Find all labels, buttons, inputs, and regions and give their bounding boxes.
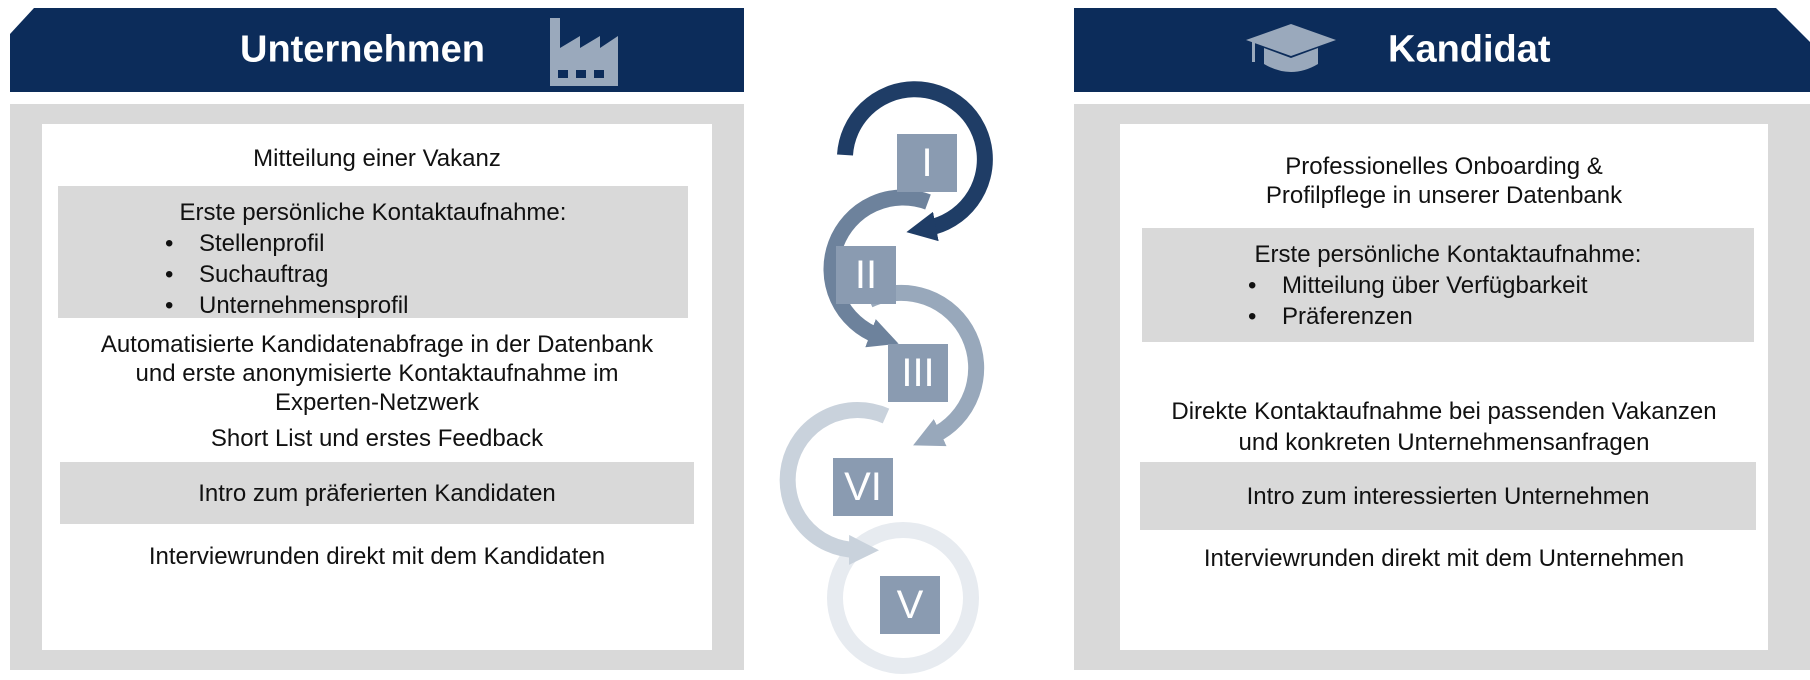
svg-text:III: III (901, 351, 934, 395)
step-text-interviewrunden: Interviewrunden direkt mit dem Kandidate… (148, 543, 606, 570)
intro-text-unternehmen: Intro zum präferierten Kandidaten (198, 479, 556, 507)
cycle-step-1: I (897, 134, 957, 192)
step-text-kandidatenabfrage: Automatisierte Kandidatenabfrage in der … (100, 331, 654, 416)
svg-text:I: I (921, 141, 932, 185)
contact-box-list: •Stellenprofil •Suchauftrag •Unternehmen… (165, 228, 688, 321)
cycle-step-3: III (888, 344, 948, 402)
svg-text:V: V (897, 583, 924, 627)
header-unternehmen: Unternehmen (10, 8, 744, 92)
contact-box-heading: Erste persönliche Kontaktaufnahme: (179, 199, 567, 226)
panel-content-unternehmen: Mitteilung einer Vakanz Erste persönlich… (42, 124, 712, 650)
cycle-step-5: V (880, 576, 940, 634)
intro-box-unternehmen: Intro zum präferierten Kandidaten (60, 462, 694, 524)
cycle-step-4: VI (833, 458, 893, 516)
contact-box-list: •Mitteilung über Verfügbarkeit •Präferen… (1248, 270, 1754, 332)
intro-box-kandidat: Intro zum interessierten Unternehmen (1140, 462, 1756, 530)
panel-kandidat: Professionelles Onboarding & Profilpfleg… (1074, 104, 1810, 670)
svg-text:II: II (855, 253, 877, 297)
step-text-short-list: Short List und erstes Feedback (210, 425, 544, 452)
graduation-cap-icon (1244, 22, 1338, 78)
cycle-step-2: II (836, 246, 896, 304)
cycle-arrow-1 (837, 81, 993, 242)
factory-icon (550, 18, 618, 86)
list-item: •Mitteilung über Verfügbarkeit (1248, 272, 1588, 299)
header-title-unternehmen: Unternehmen (240, 28, 485, 71)
step-text-vakanz: Mitteilung einer Vakanz (253, 145, 501, 172)
list-item: •Unternehmensprofil (165, 292, 409, 319)
header-title-kandidat: Kandidat (1388, 28, 1551, 71)
step-text-interviewrunden-kandidat: Interviewrunden direkt mit dem Unternehm… (1203, 545, 1685, 572)
intro-text-kandidat: Intro zum interessierten Unternehmen (1246, 482, 1650, 510)
cycle-arrow-4 (779, 402, 890, 565)
cycle-arrow-2 (823, 189, 931, 348)
contact-box-heading: Erste persönliche Kontaktaufnahme: (1254, 241, 1642, 268)
cycle-arrow-3 (865, 284, 985, 447)
step-text-onboarding: Professionelles Onboarding & Profilpfleg… (1265, 153, 1623, 209)
list-item: •Stellenprofil (165, 230, 325, 257)
step-text-direkte-kontaktaufnahme: Direkte Kontaktaufnahme bei passenden Va… (1171, 398, 1717, 456)
list-item: •Präferenzen (1248, 303, 1413, 330)
svg-text:VI: VI (844, 465, 882, 509)
contact-box-unternehmen: Erste persönliche Kontaktaufnahme: •Stel… (58, 186, 688, 321)
header-kandidat: Kandidat (1074, 8, 1810, 92)
panel-content-kandidat: Professionelles Onboarding & Profilpfleg… (1120, 124, 1768, 650)
contact-box-kandidat: Erste persönliche Kontaktaufnahme: •Mitt… (1142, 228, 1754, 342)
panel-unternehmen: Mitteilung einer Vakanz Erste persönlich… (10, 104, 744, 670)
list-item: •Suchauftrag (165, 261, 329, 288)
cycle-ring-5 (827, 522, 979, 674)
process-cycle: I II III VI V (779, 81, 993, 674)
